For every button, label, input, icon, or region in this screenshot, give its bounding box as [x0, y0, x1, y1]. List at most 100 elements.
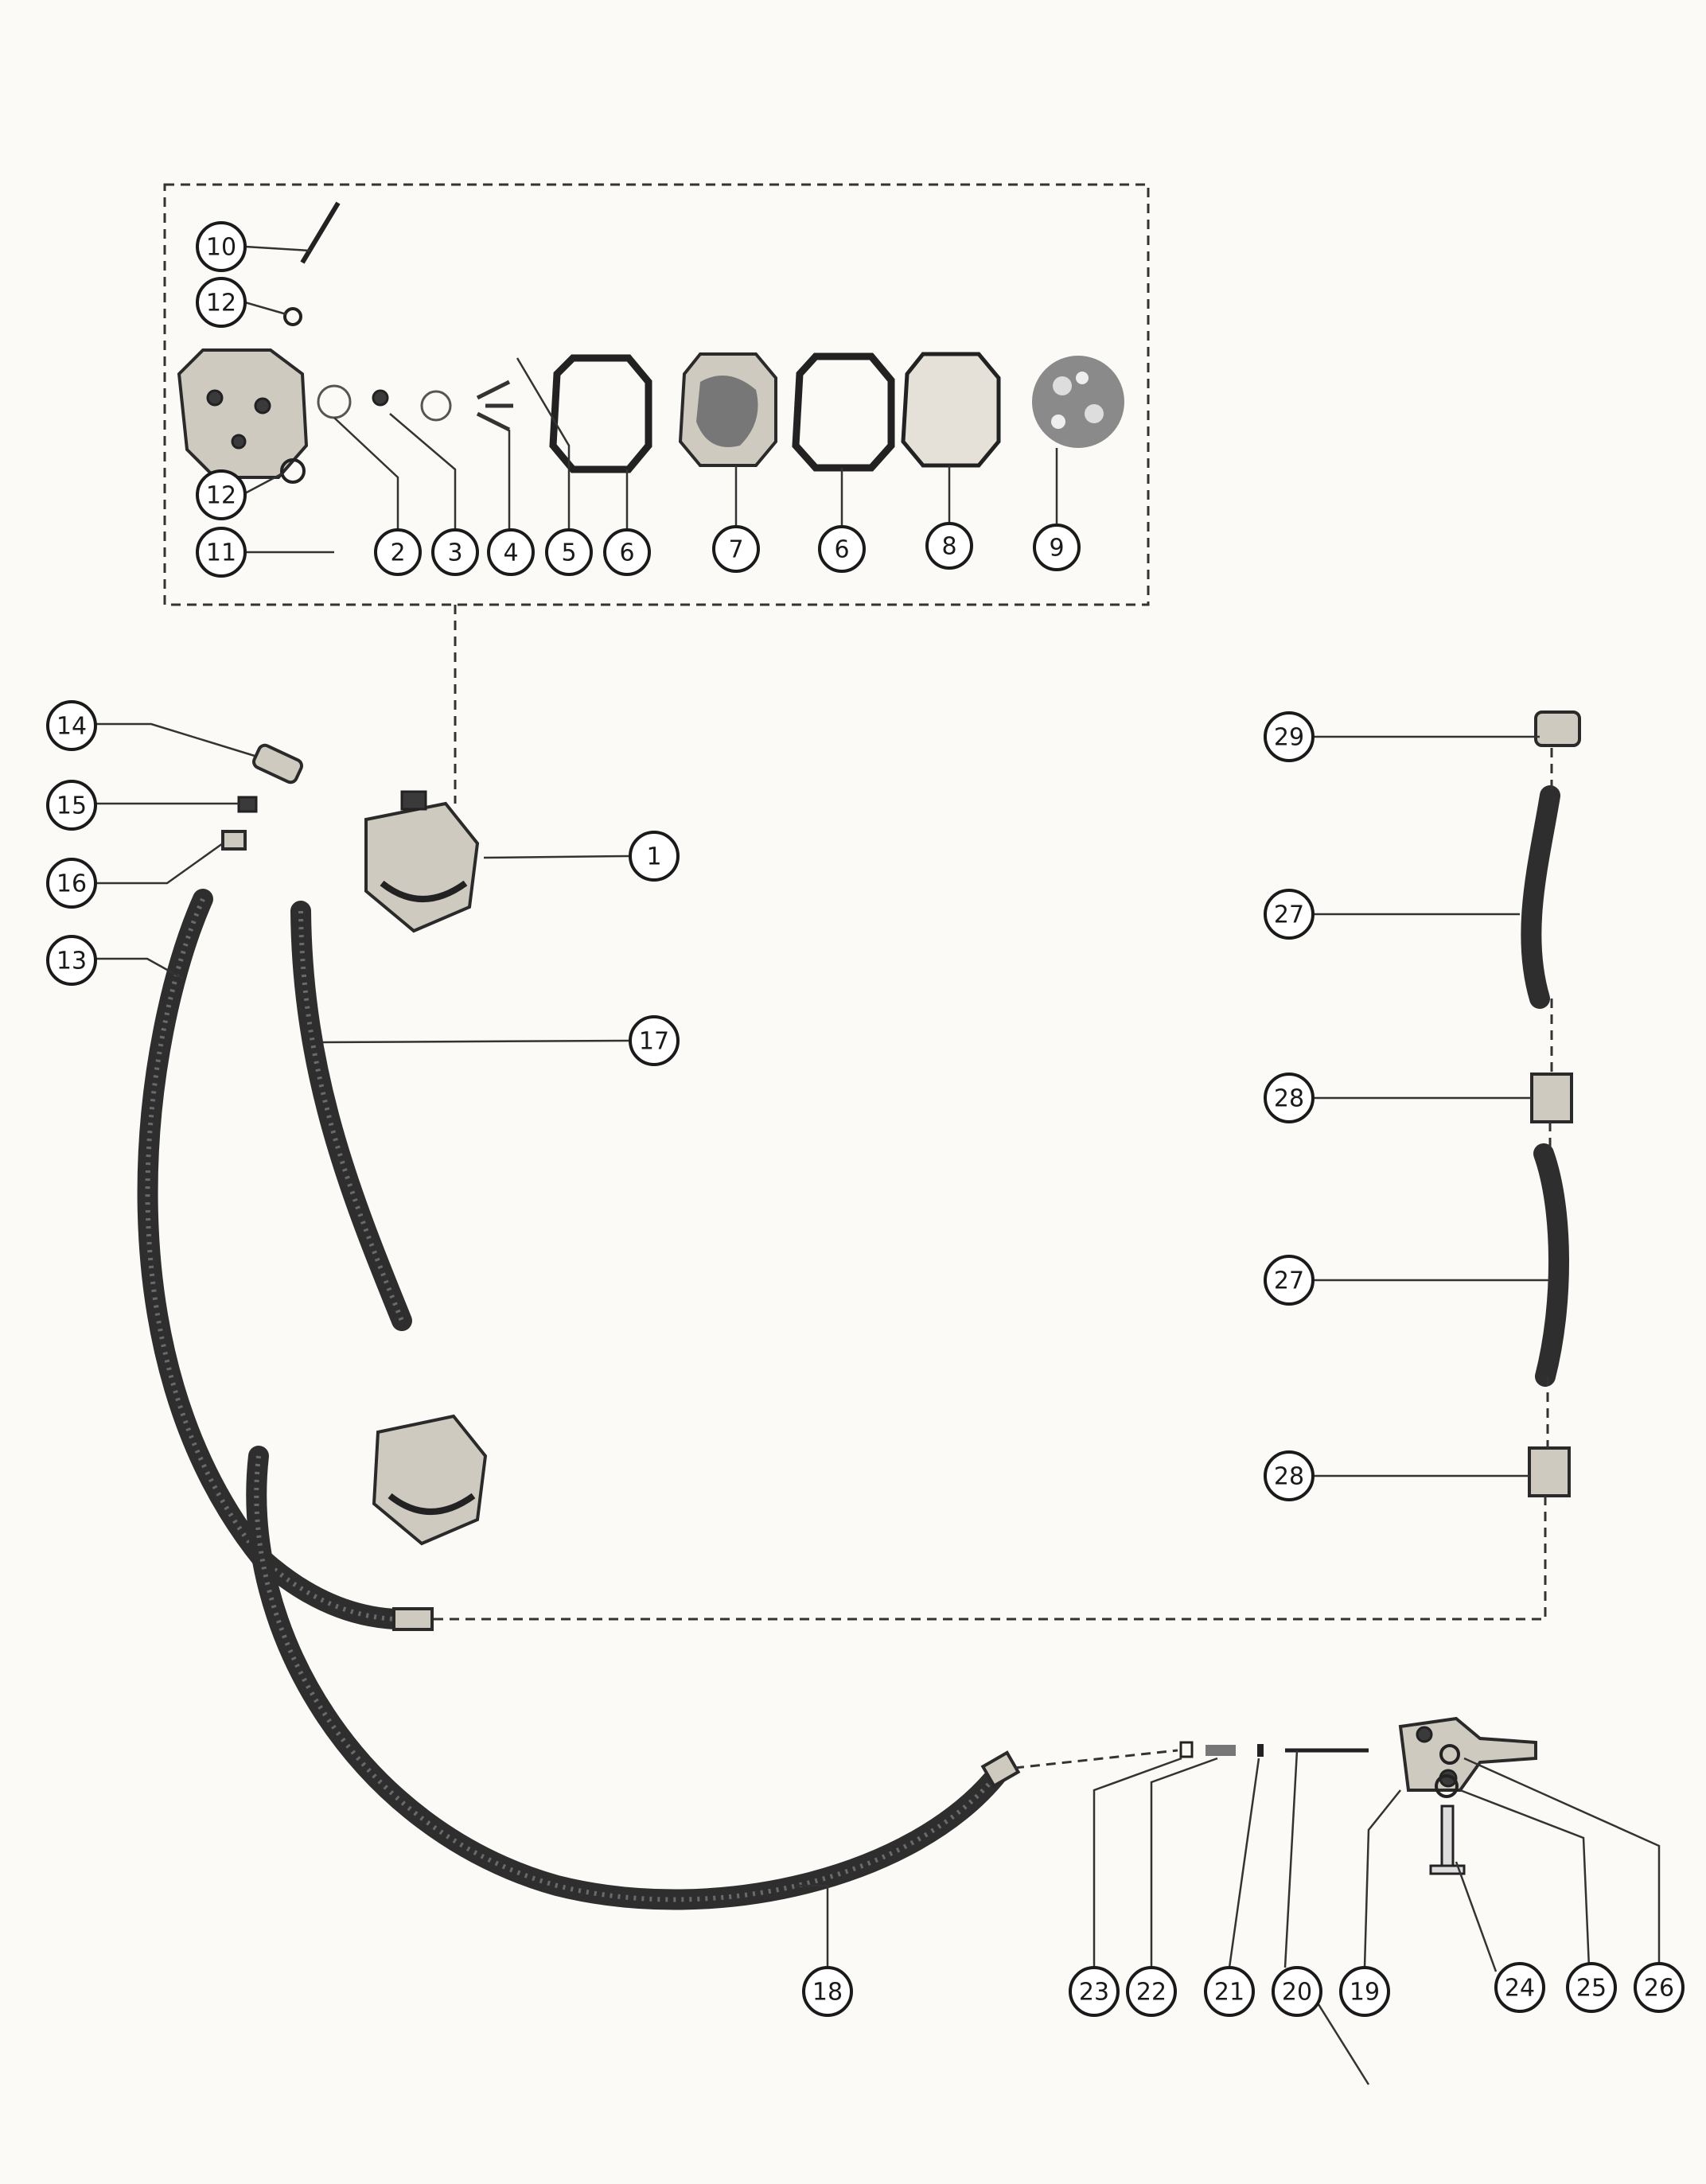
svg-text:25: 25	[1576, 1975, 1607, 2003]
hoses	[137, 785, 1569, 1910]
pump-body-part	[177, 348, 309, 479]
inset-leader-lines	[244, 245, 1058, 554]
hose-17	[290, 901, 412, 1331]
callout-7: 7	[712, 525, 760, 573]
svg-text:3: 3	[447, 539, 462, 567]
retainer-4-part	[476, 380, 513, 432]
svg-text:14: 14	[56, 713, 87, 741]
lower-pump-assembly	[372, 1414, 488, 1546]
svg-text:6: 6	[619, 539, 634, 567]
svg-text:27: 27	[1274, 901, 1304, 929]
callout-1: 1	[629, 831, 680, 882]
svg-text:26: 26	[1644, 1975, 1674, 2003]
elbow-fitting-29	[1534, 710, 1581, 747]
svg-text:6: 6	[834, 536, 849, 564]
svg-text:12: 12	[206, 290, 236, 317]
washer-25	[1435, 1774, 1459, 1798]
hose-27-lower	[1533, 1143, 1569, 1387]
callout-14: 14	[46, 700, 97, 751]
svg-text:7: 7	[728, 536, 743, 564]
fitting-15	[237, 796, 258, 813]
return-connection-dash	[434, 1496, 1547, 1621]
hose-27-upper	[1521, 785, 1560, 1009]
hose-13-end-fitting	[392, 1607, 434, 1631]
svg-text:28: 28	[1274, 1085, 1304, 1113]
callout-25: 25	[1566, 1962, 1617, 2013]
callout-15: 15	[46, 780, 97, 831]
exploded-view-inset-box	[163, 183, 1150, 606]
callout-22: 22	[1126, 1966, 1177, 2017]
callout-9: 9	[1033, 524, 1081, 571]
fitting-16	[221, 830, 247, 851]
svg-text:20: 20	[1282, 1979, 1312, 2007]
svg-text:10: 10	[206, 234, 236, 262]
callout-13: 13	[46, 935, 97, 986]
svg-text:19: 19	[1350, 1979, 1380, 2007]
callout-5: 5	[545, 528, 593, 576]
callout-17: 17	[629, 1015, 680, 1066]
spring-22	[1205, 1745, 1236, 1756]
callout-21: 21	[1204, 1966, 1255, 2017]
spring-part	[420, 390, 452, 422]
callout-11: 11	[196, 527, 247, 578]
svg-text:12: 12	[206, 482, 236, 510]
gasket-6b-part	[792, 352, 895, 472]
tee-fitting-28-lower	[1528, 1446, 1571, 1497]
callout-29: 29	[1264, 711, 1315, 762]
washer-12-bottom-part	[280, 458, 306, 484]
callout-20: 20	[1272, 1966, 1322, 2017]
svg-text:16: 16	[56, 870, 87, 898]
valve-3-part	[372, 389, 389, 407]
svg-text:4: 4	[503, 539, 518, 567]
svg-text:5: 5	[561, 539, 576, 567]
svg-text:27: 27	[1274, 1267, 1304, 1295]
part-23	[1179, 1741, 1194, 1758]
callout-10: 10	[196, 221, 247, 272]
bolt-24	[1429, 1804, 1466, 1875]
inset-parts	[177, 201, 1124, 484]
svg-text:17: 17	[639, 1028, 669, 1056]
callout-23: 23	[1069, 1966, 1120, 2017]
svg-text:23: 23	[1079, 1979, 1109, 2007]
svg-text:29: 29	[1274, 724, 1304, 752]
callout-6a: 6	[603, 528, 651, 576]
callout-18: 18	[802, 1966, 853, 2017]
svg-text:15: 15	[56, 792, 87, 820]
callout-12-top: 12	[196, 277, 247, 328]
diaphragm-7-part	[678, 352, 777, 467]
callout-6b: 6	[818, 525, 866, 573]
callout-28-upper: 28	[1264, 1073, 1315, 1123]
hose-18-end-fitting	[980, 1750, 1021, 1789]
washer-26	[1439, 1744, 1460, 1765]
filter-9-part	[1032, 356, 1124, 448]
callout-19: 19	[1339, 1966, 1390, 2017]
hose-18	[246, 1446, 1009, 1910]
callouts: 10 12 12 11 2 3 4 5 6 7 6 8 9 14 15 16 1…	[46, 221, 1685, 2017]
fuel-block-19	[1398, 1716, 1537, 1792]
gasket-6a-part	[549, 354, 652, 473]
callout-24: 24	[1494, 1962, 1545, 2013]
svg-text:1: 1	[646, 843, 661, 871]
elbow-fitting-14	[252, 743, 303, 784]
callout-26: 26	[1634, 1962, 1685, 2013]
svg-text:13: 13	[56, 948, 87, 975]
svg-text:8: 8	[941, 533, 956, 561]
callout-4: 4	[487, 528, 535, 576]
valve-2-part	[317, 384, 352, 419]
washer-12-top-part	[283, 307, 302, 326]
svg-text:24: 24	[1505, 1975, 1535, 2003]
callout-28-lower: 28	[1264, 1450, 1315, 1501]
screw-10-part	[300, 201, 341, 264]
upper-pump-assembly	[364, 790, 480, 933]
callout-27-upper: 27	[1264, 889, 1315, 940]
callout-8: 8	[925, 522, 973, 570]
main-leader-lines	[94, 722, 1661, 2085]
callout-2: 2	[374, 528, 422, 576]
callout-16: 16	[46, 858, 97, 909]
svg-text:21: 21	[1214, 1979, 1244, 2007]
svg-text:28: 28	[1274, 1463, 1304, 1491]
svg-text:22: 22	[1136, 1979, 1167, 2007]
callout-27-lower: 27	[1264, 1255, 1315, 1306]
svg-text:2: 2	[390, 539, 405, 567]
